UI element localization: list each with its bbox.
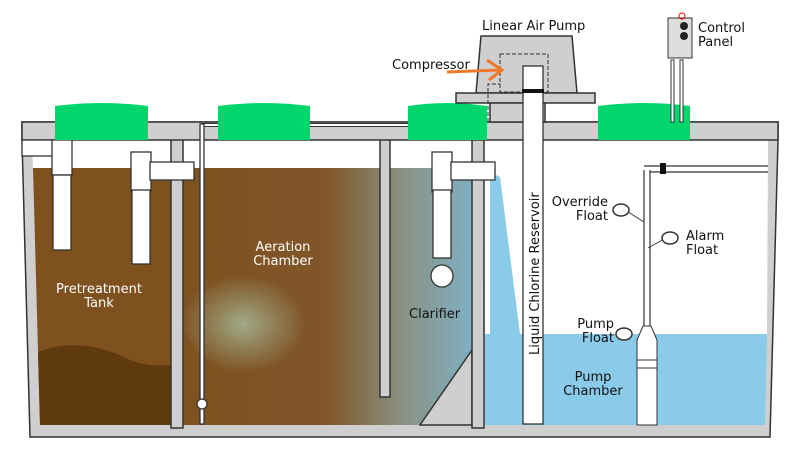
label-pretreatment-2: Tank	[83, 296, 114, 311]
pump-chamber-water	[485, 334, 767, 425]
clarifier-outlet-tee	[430, 151, 496, 288]
clarifier-baffle	[379, 137, 391, 398]
label-override-1: Override	[552, 195, 608, 210]
submersible-pump	[636, 325, 658, 426]
float-tree	[612, 163, 768, 426]
reservoir-band	[522, 89, 544, 93]
label-compressor: Compressor	[392, 58, 471, 73]
label-control-panel-2: Panel	[698, 35, 733, 50]
aeration-swirl	[180, 240, 360, 380]
divider-wall-1	[170, 137, 184, 429]
label-pump-float-2: Float	[582, 331, 614, 346]
divider-wall-2	[471, 137, 485, 429]
compressor-arrow-icon	[446, 58, 505, 82]
pump-chamber-air	[484, 140, 768, 334]
label-control-panel-1: Control	[698, 21, 745, 36]
aeration-air	[183, 140, 472, 168]
control-panel	[667, 12, 693, 123]
label-override-2: Float	[576, 209, 608, 224]
alarm-light-icon	[678, 12, 686, 20]
label-aeration-2: Chamber	[253, 254, 313, 269]
label-pump-float-1: Pump	[577, 317, 614, 332]
overflow-stream	[490, 172, 520, 334]
inlet-tee	[21, 139, 73, 251]
label-pretreatment-1: Pretreatment	[56, 282, 142, 297]
label-alarm-1: Alarm	[686, 229, 724, 244]
pretreatment-outlet-tee	[130, 151, 195, 265]
label-pump-chamber-1: Pump	[575, 370, 612, 385]
label-clarifier: Clarifier	[409, 307, 461, 322]
label-pump-chamber-2: Chamber	[563, 384, 623, 399]
label-linear-air-pump: Linear Air Pump	[482, 19, 585, 34]
chlorine-reservoir	[522, 65, 544, 425]
label-chlorine-reservoir: Liquid Chlorine Reservoir	[528, 192, 543, 355]
riser-lids	[55, 103, 690, 140]
label-aeration-1: Aeration	[256, 240, 311, 255]
pretreatment-sludge	[38, 345, 171, 425]
label-alarm-2: Float	[686, 243, 718, 258]
